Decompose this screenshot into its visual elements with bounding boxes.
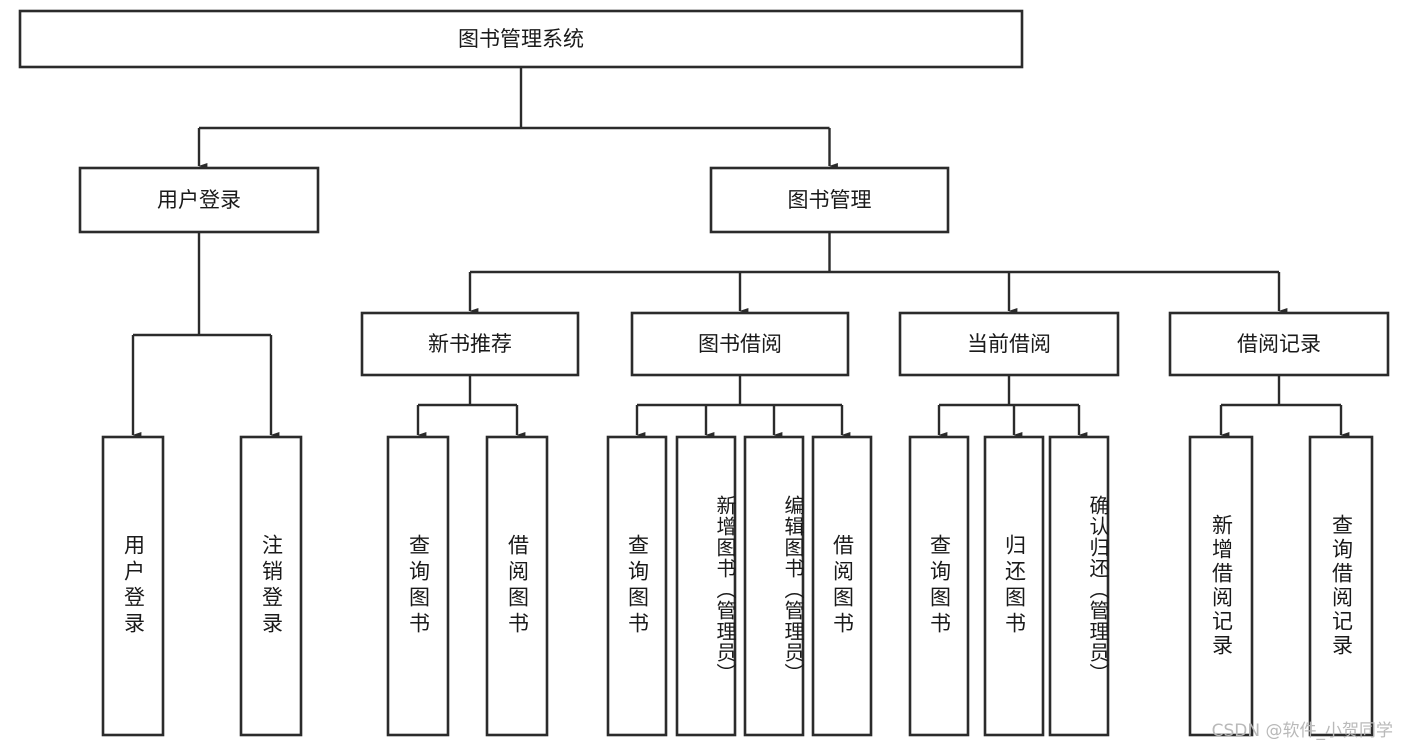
connector-layer bbox=[131, 67, 1350, 438]
node-leaf-0[interactable] bbox=[101, 435, 165, 737]
node-leaf-9[interactable] bbox=[983, 435, 1045, 737]
node-leaf-12[interactable] bbox=[1308, 435, 1374, 737]
node-leaf-7[interactable] bbox=[811, 435, 873, 737]
node-leaf-5[interactable] bbox=[675, 435, 737, 737]
node-leaf-8-rect[interactable] bbox=[908, 435, 970, 737]
node-leaf-3-rect[interactable] bbox=[485, 435, 549, 737]
node-leaf-12-rect[interactable] bbox=[1308, 435, 1374, 737]
node-leaf-10[interactable] bbox=[1048, 435, 1110, 737]
node-level2-1[interactable]: 图书管理 bbox=[709, 166, 950, 234]
node-level3-3[interactable]: 借阅记录 bbox=[1168, 311, 1390, 377]
node-leaf-0-rect[interactable] bbox=[101, 435, 165, 737]
node-leaf-8[interactable] bbox=[908, 435, 970, 737]
node-level3-1-label: 图书借阅 bbox=[698, 332, 782, 356]
node-root-rect[interactable] bbox=[18, 9, 1024, 69]
node-leaf-5-rect[interactable] bbox=[675, 435, 737, 737]
node-leaf-11-rect[interactable] bbox=[1188, 435, 1254, 737]
node-level2-1-label: 图书管理 bbox=[788, 188, 872, 212]
node-level2-0-rect[interactable] bbox=[78, 166, 320, 234]
node-level2-0[interactable]: 用户登录 bbox=[78, 166, 320, 234]
node-root[interactable]: 图书管理系统 bbox=[18, 9, 1024, 69]
node-leaf-7-rect[interactable] bbox=[811, 435, 873, 737]
watermark: CSDN @软件_小贺同学 bbox=[1211, 721, 1393, 741]
node-leaf-11[interactable] bbox=[1188, 435, 1254, 737]
node-level3-2[interactable]: 当前借阅 bbox=[898, 311, 1120, 377]
node-level3-3-label: 借阅记录 bbox=[1237, 332, 1321, 356]
node-leaf-9-rect[interactable] bbox=[983, 435, 1045, 737]
node-level3-2-rect[interactable] bbox=[898, 311, 1120, 377]
node-level3-1-rect[interactable] bbox=[630, 311, 850, 377]
node-level2-0-label: 用户登录 bbox=[157, 188, 241, 212]
node-leaf-2[interactable] bbox=[386, 435, 450, 737]
node-level3-1[interactable]: 图书借阅 bbox=[630, 311, 850, 377]
node-leaf-10-rect[interactable] bbox=[1048, 435, 1110, 737]
node-leaf-3[interactable] bbox=[485, 435, 549, 737]
node-level3-3-rect[interactable] bbox=[1168, 311, 1390, 377]
node-root-label: 图书管理系统 bbox=[458, 27, 584, 51]
node-level3-0-label: 新书推荐 bbox=[428, 332, 512, 356]
node-level2-1-rect[interactable] bbox=[709, 166, 950, 234]
node-level3-0[interactable]: 新书推荐 bbox=[360, 311, 580, 377]
node-level3-2-label: 当前借阅 bbox=[967, 332, 1051, 356]
node-leaf-2-rect[interactable] bbox=[386, 435, 450, 737]
node-leaf-4-rect[interactable] bbox=[606, 435, 668, 737]
node-leaf-4[interactable] bbox=[606, 435, 668, 737]
node-level3-0-rect[interactable] bbox=[360, 311, 580, 377]
node-leaf-6[interactable] bbox=[743, 435, 805, 737]
node-leaf-1[interactable] bbox=[239, 435, 303, 737]
node-leaf-6-rect[interactable] bbox=[743, 435, 805, 737]
node-leaf-1-rect[interactable] bbox=[239, 435, 303, 737]
